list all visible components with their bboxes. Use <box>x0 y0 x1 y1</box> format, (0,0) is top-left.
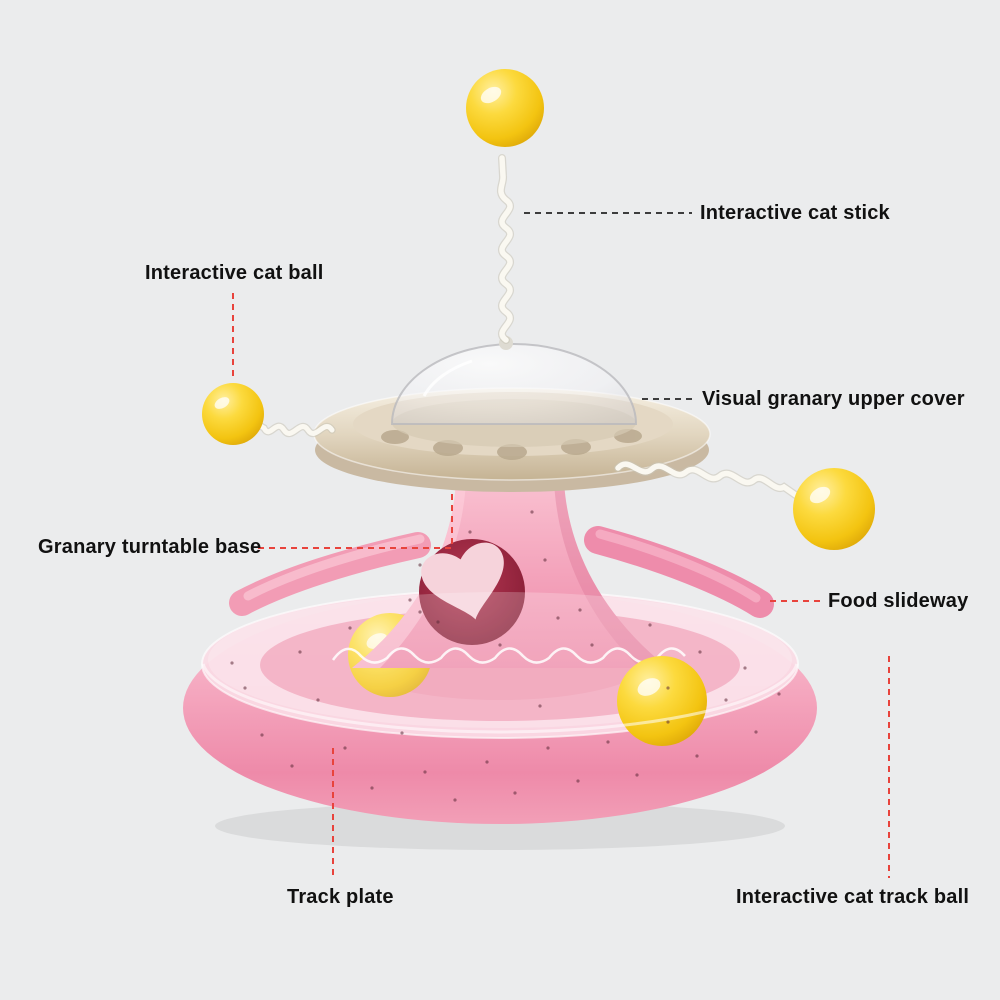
label-granary-turntable-base: Granary turntable base <box>38 536 262 558</box>
ground-shadow <box>215 802 785 850</box>
springs <box>253 154 801 500</box>
label-interactive-cat-track-ball: Interactive cat track ball <box>736 886 970 908</box>
leader-lines <box>232 212 890 878</box>
interactive-cat-balls <box>202 69 875 550</box>
label-interactive-cat-stick: Interactive cat stick <box>700 202 890 224</box>
food-slideway-left <box>229 532 431 616</box>
label-interactive-cat-ball: Interactive cat ball <box>145 262 324 284</box>
interactive-ball-top <box>466 69 544 147</box>
interactive-ball-right <box>793 468 875 550</box>
leader-granary-turntable-base <box>258 490 453 549</box>
track-rim-highlight <box>201 663 799 734</box>
food-slideway-right <box>584 526 774 618</box>
cat-stick-spring-top <box>496 154 514 344</box>
label-track-plate: Track plate <box>287 886 394 908</box>
interactive-ball-left <box>202 383 264 445</box>
label-food-slideway: Food slideway <box>828 590 969 612</box>
feeding-holes <box>381 429 642 460</box>
track-ball-right <box>617 656 707 746</box>
heart-window <box>419 539 525 645</box>
cat-stick-spring-right <box>614 460 801 500</box>
visual-granary-upper-cover <box>390 336 638 425</box>
cat-stick-spring-left <box>253 420 336 438</box>
transparent-cover-edge <box>331 647 686 664</box>
label-visual-granary-upper-cover: Visual granary upper cover <box>702 388 965 410</box>
